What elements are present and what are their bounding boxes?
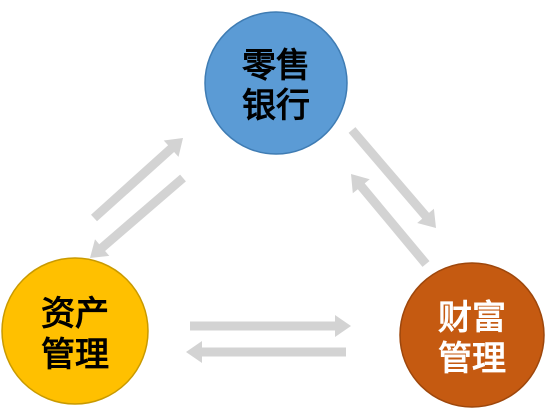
- node-wealth-management-label-line2: 管理: [438, 339, 506, 379]
- arrow-retail-to-wealth: [348, 127, 436, 228]
- node-asset-management-circle: [1, 257, 149, 405]
- node-asset-management: 资产 管理: [1, 257, 149, 405]
- node-asset-management-label-line1: 资产: [41, 294, 109, 334]
- arrow-wealth-to-asset: [186, 341, 346, 363]
- arrow-retail-to-asset: [90, 174, 186, 258]
- arrow-asset-to-wealth: [190, 315, 351, 337]
- node-retail-bank-label-line2: 银行: [242, 86, 310, 126]
- node-retail-bank-circle: [204, 11, 348, 155]
- node-wealth-management-label-line1: 财富: [438, 298, 506, 338]
- arrow-wealth-to-retail: [351, 174, 430, 267]
- node-wealth-management: 财富 管理: [399, 262, 545, 408]
- node-asset-management-label-line2: 管理: [41, 335, 109, 375]
- arrow-asset-to-retail: [91, 138, 183, 222]
- node-wealth-management-circle: [399, 262, 545, 408]
- node-retail-bank: 零售 银行: [204, 11, 348, 155]
- arrows: [90, 127, 436, 363]
- node-retail-bank-label-line1: 零售: [242, 46, 310, 86]
